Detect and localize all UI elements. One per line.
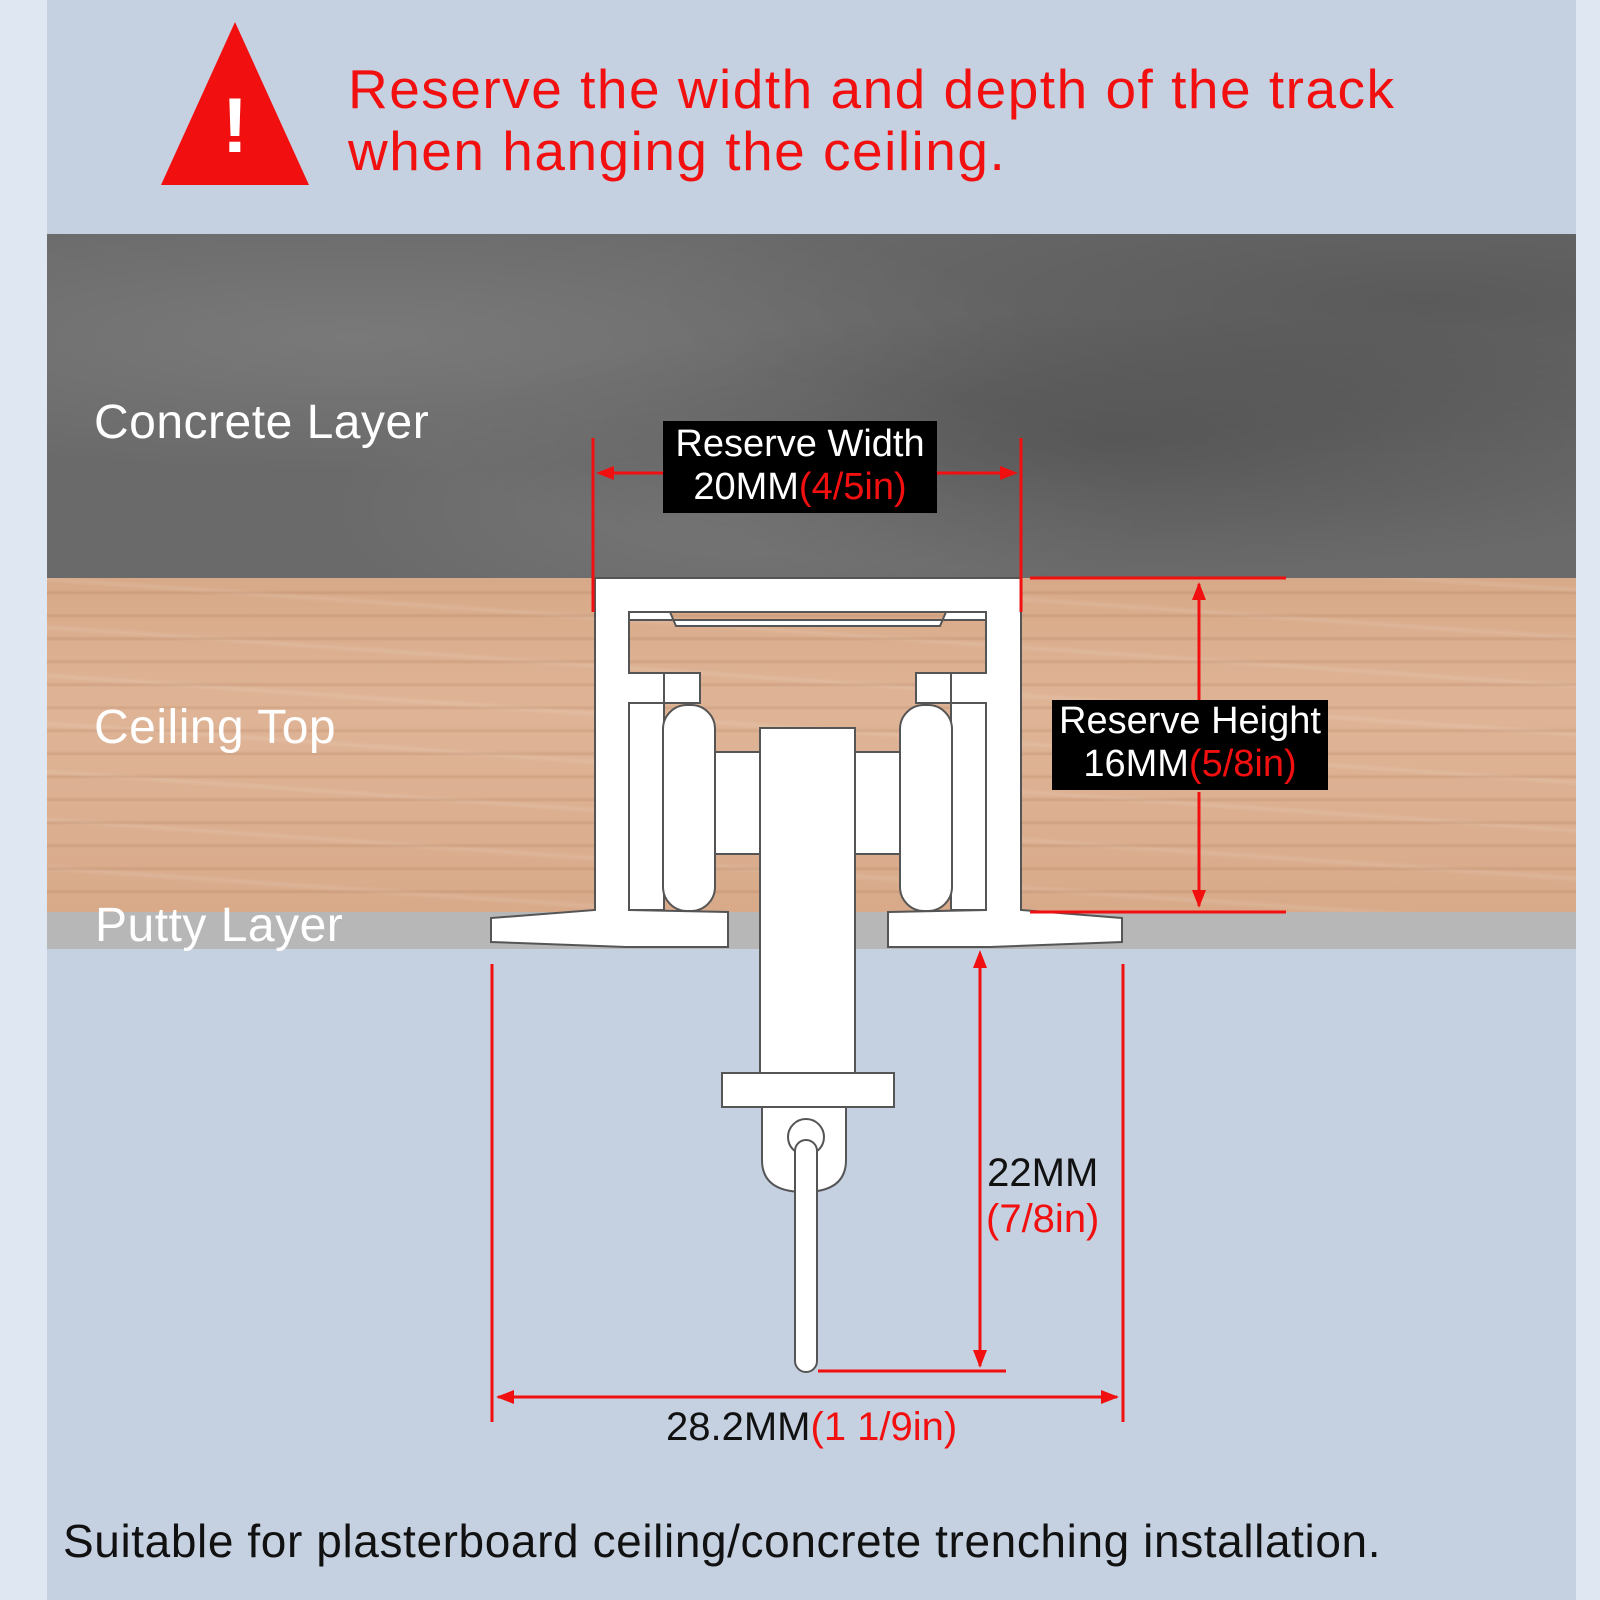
- footer-note: Suitable for plasterboard ceiling/concre…: [63, 1515, 1382, 1567]
- concrete-layer: [47, 234, 1576, 578]
- reserve-height-value: 16MM(5/8in): [1083, 743, 1297, 785]
- carrier-plate: [721, 1072, 895, 1108]
- drop-dimension-label: 22MM (7/8in): [986, 1151, 1100, 1241]
- reserve-width-value: 20MM(4/5in): [693, 466, 907, 508]
- warning-text: Reserve the width and depth of the track…: [348, 58, 1396, 182]
- roller-carriage: [662, 704, 953, 1373]
- warning-icon: [161, 22, 309, 185]
- concrete-layer-label: Concrete Layer: [94, 396, 430, 449]
- reserve-height-title: Reserve Height: [1059, 700, 1321, 742]
- reserve-width-label: Reserve Width 20MM(4/5in): [663, 421, 937, 513]
- base-dimension-label: 28.2MM(1 1/9in): [666, 1405, 958, 1449]
- putty-layer-label: Putty Layer: [95, 899, 344, 952]
- left-axle: [714, 751, 761, 855]
- reserve-height-label: Reserve Height 16MM(5/8in): [1052, 700, 1328, 790]
- track-profile: [490, 577, 1123, 948]
- right-axle: [854, 751, 901, 855]
- left-wheel: [662, 704, 716, 912]
- carrier-stem: [759, 727, 856, 1074]
- diagram-panel: [47, 0, 1576, 1600]
- warning-mark: !: [222, 81, 248, 169]
- reserve-width-title: Reserve Width: [675, 423, 925, 465]
- ceiling-top-label: Ceiling Top: [94, 701, 337, 754]
- page-border: [1576, 0, 1600, 1600]
- hook-rod: [794, 1139, 818, 1373]
- dimension-lines: [490, 438, 1286, 1422]
- right-wheel: [899, 704, 953, 912]
